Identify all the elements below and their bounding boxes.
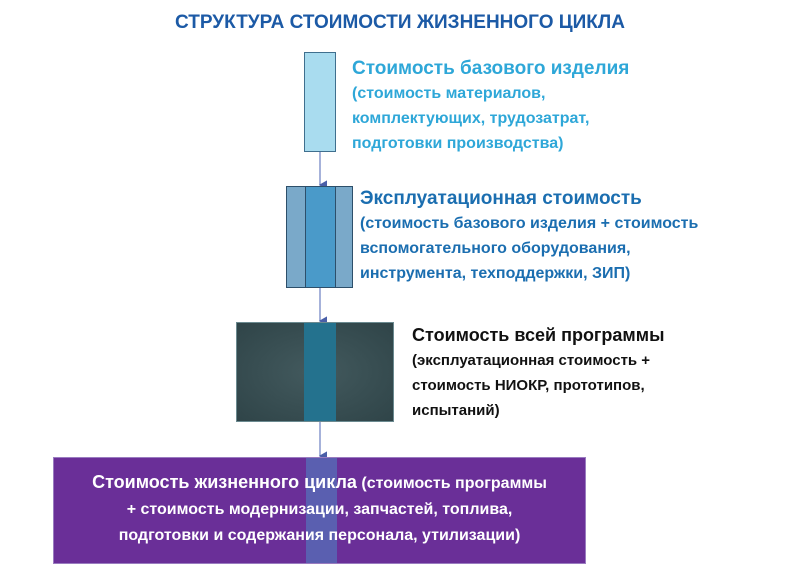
- level-2-text: Эксплуатационная стоимость (стоимость ба…: [360, 186, 698, 286]
- level-3-text: Стоимость всей программы (эксплуатационн…: [412, 323, 664, 423]
- level-line: инструмента, техподдержки, ЗИП): [360, 265, 631, 282]
- level-heading: Эксплуатационная стоимость: [360, 188, 642, 209]
- life-cycle-cost-block: [53, 457, 586, 564]
- base-product-core: [306, 458, 337, 563]
- level-line: + стоимость модернизации, запчастей, топ…: [126, 501, 513, 518]
- level-line: (стоимость базового изделия + стоимость: [360, 215, 699, 232]
- level-line: подготовки и содержания персонала, утили…: [118, 527, 521, 544]
- level-line: (стоимость материалов,: [352, 85, 546, 102]
- level-heading: Стоимость базового изделия: [352, 58, 630, 79]
- operational-cost-block: [286, 186, 353, 288]
- level-line: стоимость НИОКР, прототипов,: [412, 377, 645, 394]
- level-4-text: Стоимость жизненного цикла (стоимость пр…: [53, 469, 586, 549]
- level-heading: Стоимость жизненного цикла: [92, 472, 357, 492]
- level-line: (эксплуатационная стоимость +: [412, 352, 651, 369]
- level-1-text: Стоимость базового изделия (стоимость ма…: [352, 56, 629, 156]
- base-product-core: [305, 187, 336, 287]
- base-product-core: [304, 323, 336, 421]
- level-line: комплектующих, трудозатрат,: [352, 110, 590, 127]
- level-line: вспомогательного оборудования,: [360, 240, 631, 257]
- level-line: (стоимость программы: [361, 475, 547, 492]
- level-heading: Стоимость всей программы: [412, 325, 665, 345]
- base-product-block: [304, 52, 336, 152]
- level-line: подготовки производства): [352, 135, 564, 152]
- program-cost-block: [236, 322, 394, 422]
- level-line: испытаний): [412, 402, 500, 419]
- diagram-title: СТРУКТУРА СТОИМОСТИ ЖИЗНЕННОГО ЦИКЛА: [175, 12, 625, 33]
